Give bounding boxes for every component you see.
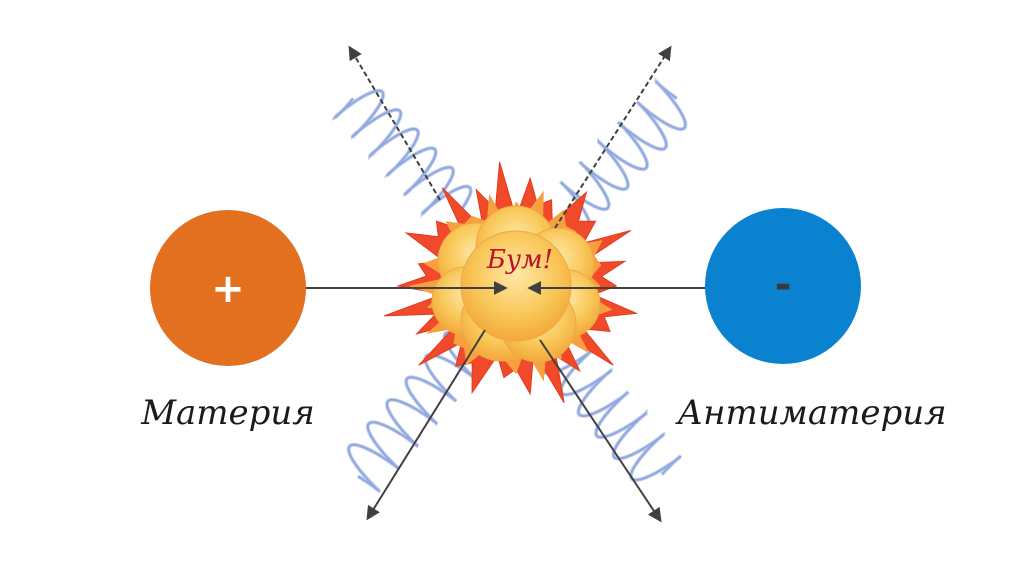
photon-arrow-up-left [348,45,441,201]
matter-particle: + [150,210,306,366]
photon-arrow-up-right [554,45,672,229]
antimatter-circle [705,208,861,364]
matter-circle [150,210,306,366]
photon-arrow-down-right [539,339,662,523]
wave-up-left [331,88,473,219]
antimatter-particle: - [705,208,861,364]
matter-sign: + [211,266,245,312]
wave-down-right [541,344,683,482]
explosion [384,161,639,403]
matter-label: Материя [140,393,315,433]
antimatter-label: Антиматерия [675,393,946,433]
explosion-label: Бум! [486,245,553,275]
cloud-puff [460,230,572,342]
wave-up-left-shadow [331,88,473,219]
photon-arrow-down-left [366,329,486,521]
photon-arrows [348,45,672,523]
wave-down-right-shadow [541,344,683,482]
wave-down-left-shadow [346,330,477,494]
photon-waves [331,77,688,494]
wave-up-left-line [333,89,472,216]
wave-down-left [346,330,477,494]
antimatter-sign: - [775,262,792,308]
wave-down-left-line [347,331,477,493]
